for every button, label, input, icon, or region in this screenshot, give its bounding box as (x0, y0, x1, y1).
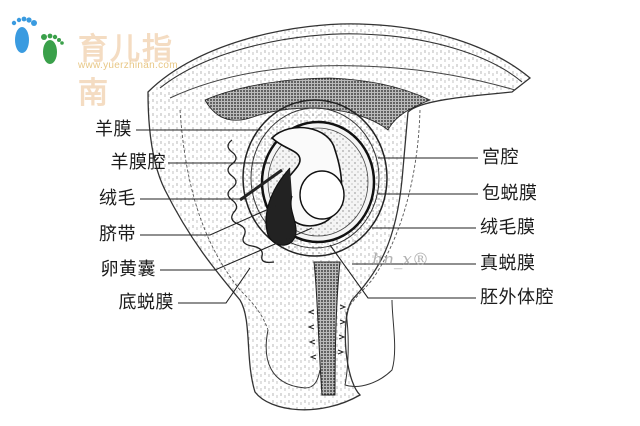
label-uterine-cavity: 宫腔 (482, 147, 519, 168)
label-yolk-sac: 卵黄囊 (100, 259, 156, 280)
cervical-canal (265, 261, 396, 396)
label-extraembryonic-coelom: 胚外体腔 (480, 287, 554, 308)
watermark-signature: hn_x® (372, 250, 429, 270)
watermark-logo: 育儿指南 www.yuerzhinan.com (6, 10, 196, 111)
watermark-url: www.yuerzhinan.com (78, 60, 178, 71)
leader-lines-left (136, 129, 313, 304)
footprints-icon (11, 16, 64, 64)
leader-lines-right (329, 157, 478, 299)
watermark-site-name: 育儿指南 (78, 32, 174, 111)
signature-text: hn_x (372, 250, 412, 270)
label-decidua-capsularis: 包蜕膜 (482, 183, 538, 204)
label-villi: 绒毛 (99, 188, 136, 209)
label-umbilical-cord: 脐带 (99, 224, 136, 245)
label-chorion: 绒毛膜 (480, 217, 536, 238)
label-decidua-basalis: 底蜕膜 (118, 292, 174, 313)
label-amnion: 羊膜 (95, 119, 132, 140)
label-amniotic-cavity: 羊膜腔 (110, 152, 166, 173)
label-decidua-parietalis: 真蜕膜 (480, 253, 536, 274)
registered-mark: ® (412, 250, 429, 270)
embryo (239, 126, 345, 246)
